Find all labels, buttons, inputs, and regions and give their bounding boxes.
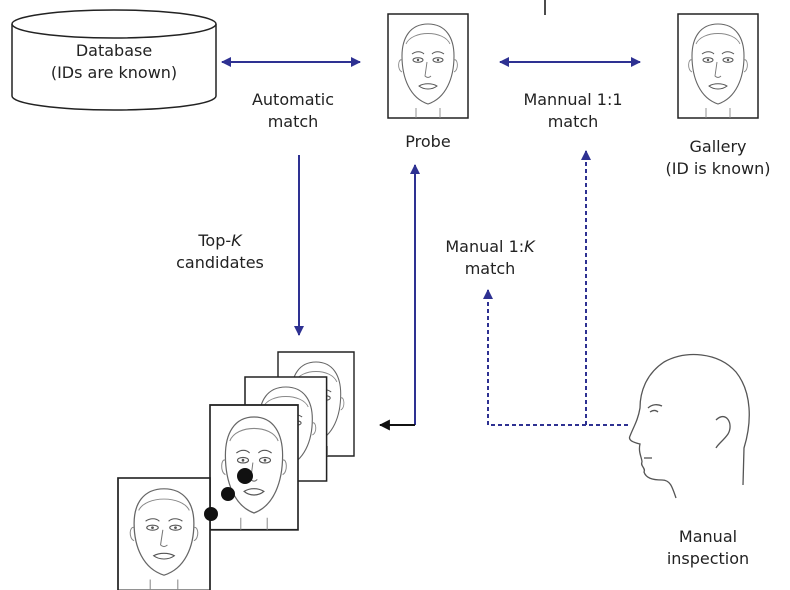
candidate-dot — [204, 507, 218, 521]
manual-1to1-label: Mannual 1:1 match — [508, 89, 638, 133]
topk-label-line2: candidates — [176, 253, 264, 272]
database-label-line2: (IDs are known) — [50, 63, 178, 82]
automatic-match-label: Automatic match — [228, 89, 358, 133]
topk-label: Top-K candidates — [160, 230, 280, 274]
automatic-match-line2: match — [267, 112, 319, 131]
candidate-dot — [221, 487, 235, 501]
topk-label-line1: Top-K — [160, 230, 280, 252]
manual-inspection-line2: inspection — [666, 549, 750, 568]
probe-face-icon — [387, 13, 469, 119]
manual-1toK-italic-k: K — [524, 237, 535, 256]
gallery-label: Gallery (ID is known) — [648, 136, 788, 180]
manual-1toK-line1: Manual 1:K — [430, 236, 550, 258]
topk-italic-k: K — [231, 231, 242, 250]
topk-prefix: Top- — [198, 231, 232, 250]
candidate-dot — [237, 468, 253, 484]
database-label-line1: Database — [75, 41, 153, 60]
manual-1toK-label: Manual 1:K match — [430, 236, 550, 280]
database-icon — [11, 9, 217, 111]
manual-inspection-dashed-line — [483, 289, 628, 426]
manual-1to1-line1: Mannual 1:1 — [523, 90, 623, 109]
manual-inspection-label: Manual inspection — [648, 526, 768, 570]
connectors — [221, 57, 641, 431]
manual-1to1-line2: match — [547, 112, 599, 131]
database-label: Database (IDs are known) — [12, 40, 216, 84]
automatic-match-line1: Automatic — [251, 90, 335, 109]
manual-1toK-line2: match — [464, 259, 516, 278]
probe-label: Probe — [405, 132, 451, 151]
gallery-face-icon — [677, 13, 759, 119]
head-profile-icon — [628, 353, 750, 499]
candidate-face-icon — [209, 404, 299, 531]
gallery-label-line2: (ID is known) — [665, 159, 771, 178]
manual-1toK-prefix: Manual 1: — [445, 237, 525, 256]
manual-inspection-line1: Manual — [678, 527, 738, 546]
candidate-face-icon — [117, 477, 211, 590]
gallery-label-line1: Gallery — [689, 137, 747, 156]
